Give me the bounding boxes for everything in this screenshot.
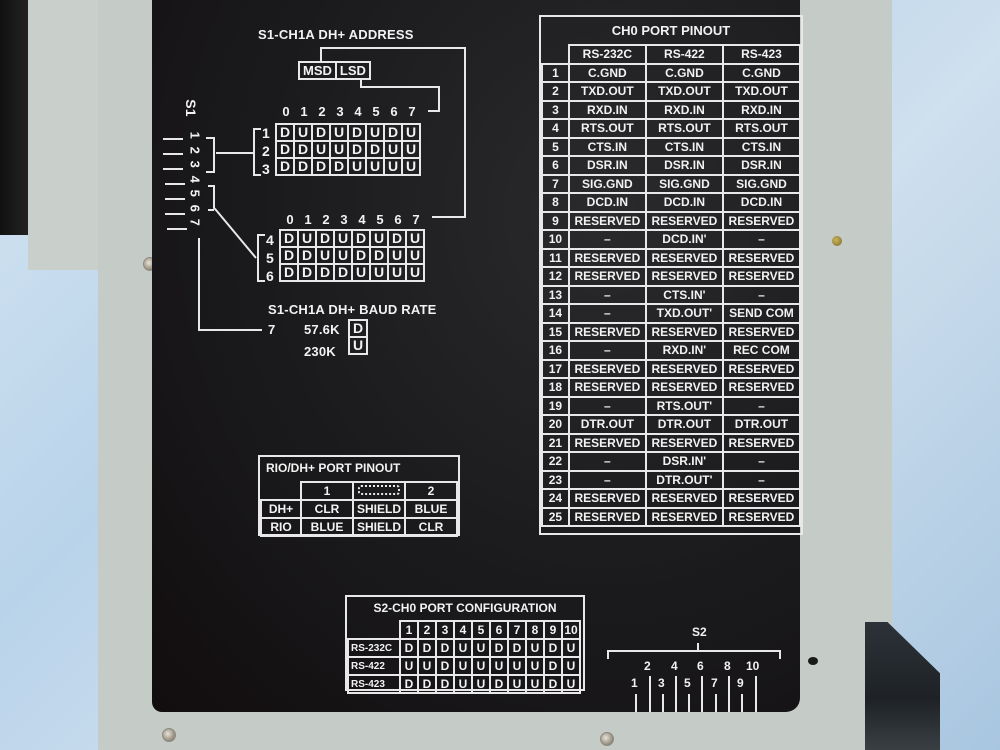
s2-label: S2 <box>692 625 707 639</box>
table-row: RIO BLUE SHIELD CLR <box>260 517 458 537</box>
baud-switch-number: 7 <box>268 322 276 337</box>
table-row: 23–DTR.OUT'– <box>541 469 802 490</box>
table-row: 22–DSR.IN'– <box>541 451 802 472</box>
column-header: RS-232C <box>567 44 647 65</box>
s2-position-number: 7 <box>711 676 718 690</box>
s1-address-title: S1-CH1A DH+ ADDRESS <box>258 27 414 42</box>
s1-label: S1 <box>182 99 199 117</box>
rio-dh-pinout-table: RIO/DH+ PORT PINOUT 1 2 DH+ CLR SHIELD B… <box>258 455 460 537</box>
mounting-hole-icon <box>808 657 818 665</box>
lsd-label: LSD <box>339 63 366 78</box>
s1-bracket-diagonal <box>208 185 257 259</box>
shield-connector-icon <box>352 481 406 501</box>
s2-position-number: 4 <box>671 659 678 673</box>
baud-rate-option: 230K <box>304 344 336 359</box>
brass-rivet-icon <box>832 236 842 246</box>
table-row: 16–RXD.IN'REC COM <box>541 340 802 361</box>
table-row: 19–RTS.OUT'– <box>541 395 802 416</box>
s2-position-number: 10 <box>746 659 760 673</box>
screw-icon <box>600 732 614 746</box>
baud-rate-grid: D U <box>348 319 368 355</box>
baud-rate-option: 57.6K <box>304 322 340 337</box>
s1-position-numbers: 1 2 3 4 5 6 7 <box>187 131 203 226</box>
table-row: 10–DCD.IN'– <box>541 229 802 250</box>
s2-position-number: 5 <box>684 676 691 690</box>
msd-label: MSD <box>300 63 337 78</box>
s2-position-number: 8 <box>724 659 731 673</box>
table-row: DH+ CLR SHIELD BLUE <box>260 499 458 519</box>
s2-title: S2-CH0 PORT CONFIGURATION <box>373 601 557 615</box>
rio-title: RIO/DH+ PORT PINOUT <box>266 461 401 475</box>
baud-rate-title: S1-CH1A DH+ BAUD RATE <box>268 302 437 317</box>
s2-position-number: 1 <box>631 676 638 690</box>
ch0-title: CH0 PORT PINOUT <box>611 23 731 38</box>
s2-position-number: 2 <box>644 659 651 673</box>
s2-position-number: 3 <box>658 676 665 690</box>
s2-position-number: 6 <box>697 659 704 673</box>
screw-icon <box>162 728 176 742</box>
column-header: RS-422 <box>644 44 724 65</box>
s2-position-number: 9 <box>737 676 744 690</box>
rear-connector <box>865 622 940 750</box>
table-row: 13–CTS.IN'– <box>541 284 802 305</box>
module-housing-left-flange <box>28 0 98 270</box>
table-row: 14–TXD.OUT'SEND COM <box>541 303 802 324</box>
column-header: RS-423 <box>721 44 802 65</box>
msd-lsd-box: MSD LSD <box>298 61 371 80</box>
